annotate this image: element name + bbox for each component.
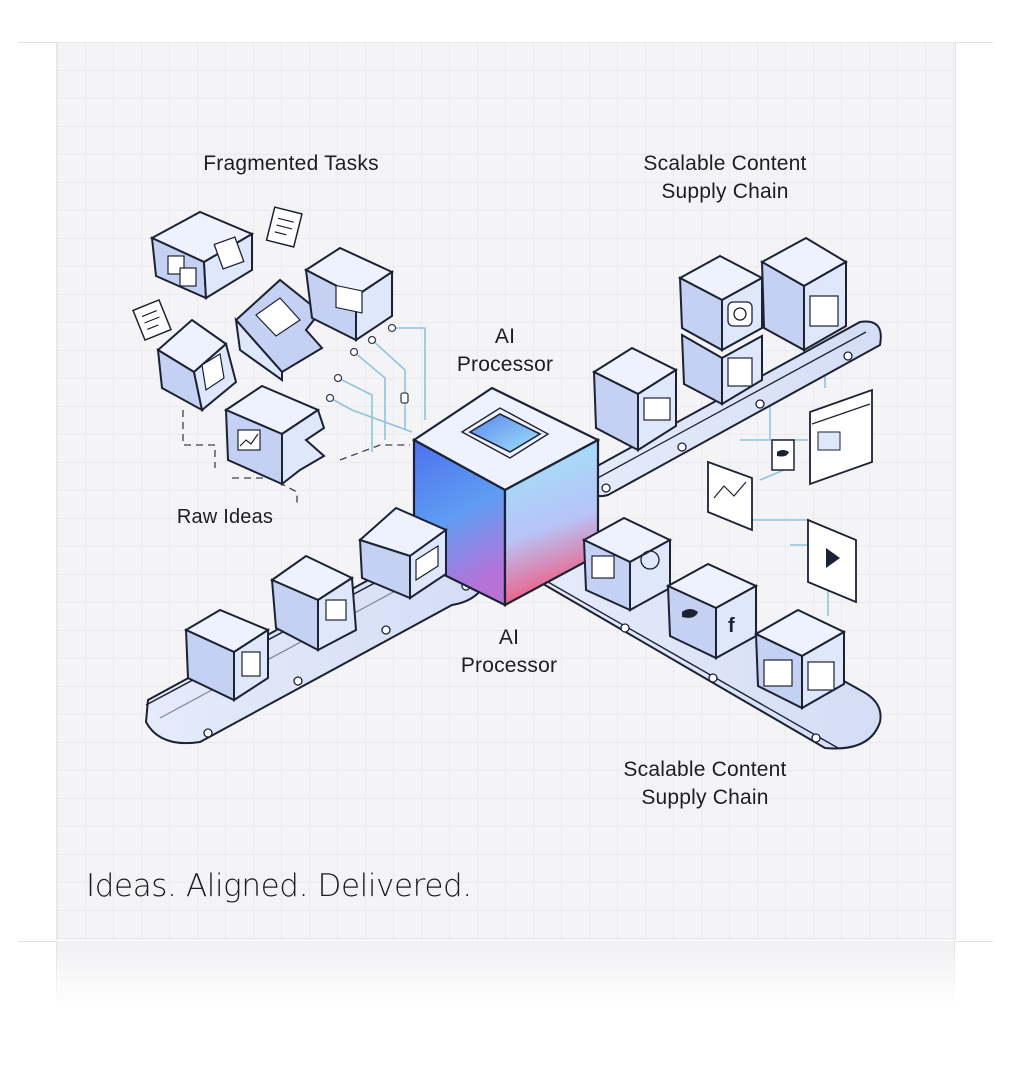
belt-item-twitter-facebook: f — [665, 562, 759, 660]
video-play-icon — [807, 518, 857, 604]
image-icon — [707, 460, 753, 532]
input-wires — [329, 327, 426, 452]
left-fade-line — [56, 942, 57, 1002]
dashed-connectors — [182, 410, 410, 505]
stack-instagram-doc — [677, 254, 765, 406]
tagline: Ideas. Aligned. Delivered. — [86, 868, 472, 904]
belt-item-mail-box — [358, 506, 449, 600]
ai-processor-cube — [411, 386, 601, 607]
fragment-cube-box — [156, 318, 238, 412]
fragment-cube-image — [304, 246, 395, 342]
belt-item-puzzle — [269, 554, 358, 652]
belt-item-facebook-doc — [753, 608, 847, 710]
svg-text:f: f — [728, 615, 735, 637]
right-fade-line — [954, 942, 955, 1002]
stack-web-box — [759, 236, 848, 352]
belt-item-instagram-image — [581, 516, 673, 612]
raw-ideas-label: Raw Ideas — [176, 506, 274, 528]
supply-chain-label-bottom: Scalable Content Supply Chain — [623, 758, 787, 809]
ai-processor-label-top: AI Processor — [456, 325, 554, 376]
document-icon — [132, 298, 172, 342]
supply-chain-label-top: Scalable Content Supply Chain — [643, 152, 807, 203]
wire-nodes — [325, 323, 409, 404]
fragment-cube-documents — [149, 210, 255, 300]
ai-processor-label-bottom: AI Processor — [460, 626, 558, 677]
stack-image-box — [591, 346, 679, 452]
fragmented-tasks-label: Fragmented Tasks — [203, 152, 379, 175]
twitter-icon — [771, 439, 795, 471]
belt-item-box-doc — [183, 608, 271, 702]
fragment-puzzle-cube-chart — [223, 384, 326, 487]
document-icon — [265, 206, 303, 248]
web-layout-icon — [809, 388, 873, 486]
card-reflection — [56, 941, 954, 1011]
fragment-puzzle-cube — [234, 278, 324, 382]
twitter-icon — [682, 609, 698, 618]
